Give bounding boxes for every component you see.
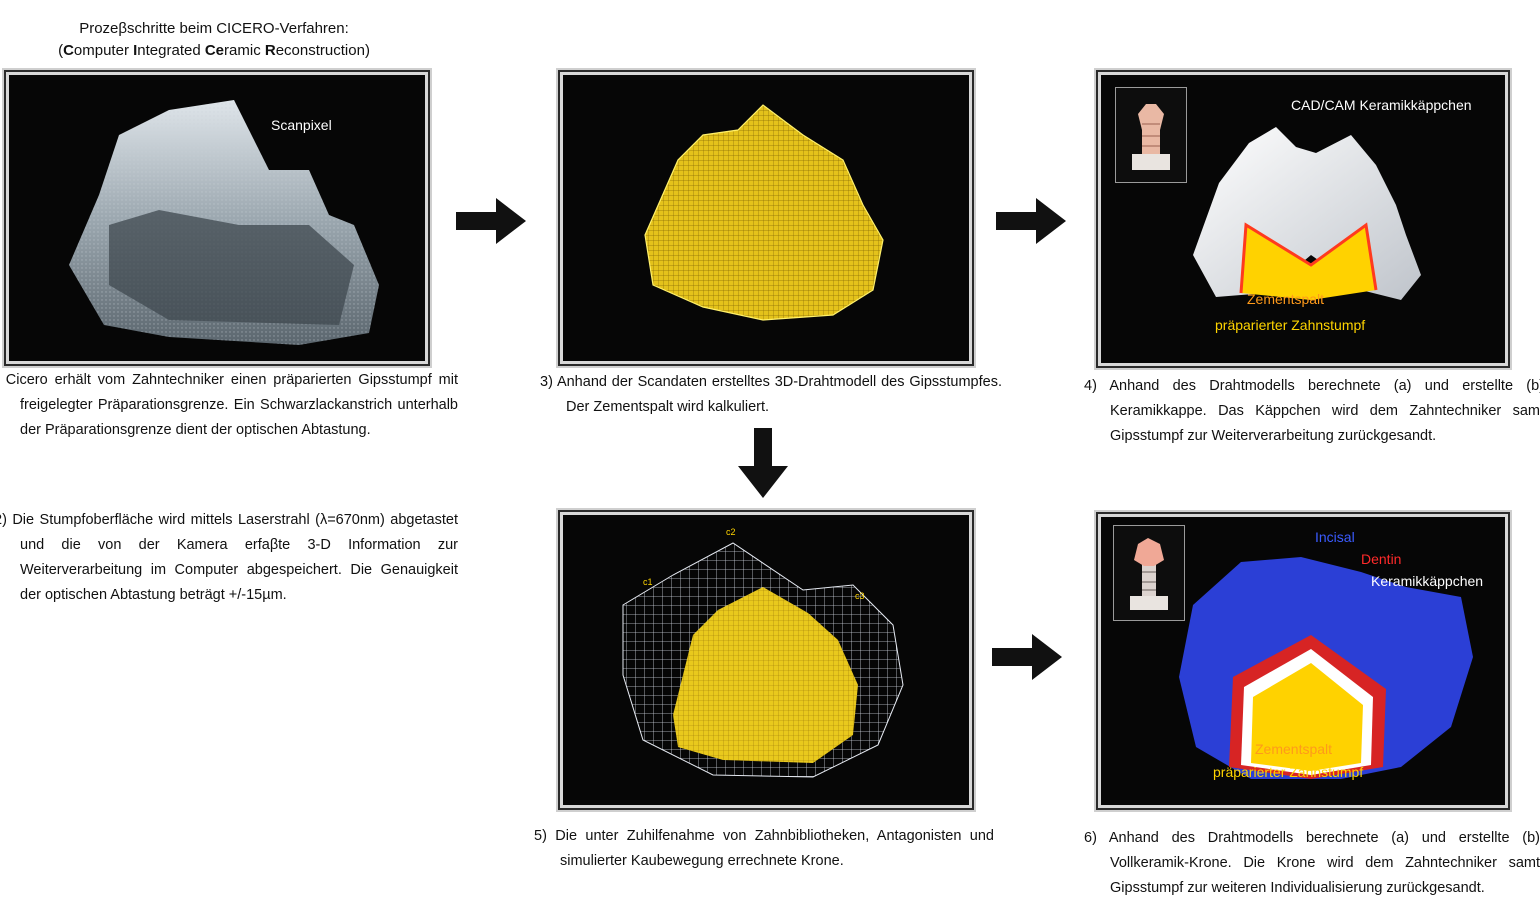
crown-wireframe-panel: c1 c2 c3	[560, 512, 972, 808]
crown-cement-gap-label: Zementspalt	[1255, 741, 1332, 757]
c3-label: c3	[855, 591, 865, 601]
crown-wireframe-image	[563, 515, 969, 805]
prepared-stump-label: präparierter Zahnstumpf	[1215, 317, 1365, 333]
title-part: ntegrated	[137, 42, 205, 59]
caption-1: ) Cicero erhält vom Zahntechniker einen …	[0, 368, 458, 443]
title-part: R	[265, 42, 276, 59]
caption-6: 6) Anhand des Drahtmodells berechnete (a…	[1084, 826, 1540, 901]
incisal-label: Incisal	[1315, 529, 1355, 545]
cap-title-label: CAD/CAM Keramikkäppchen	[1291, 97, 1472, 113]
title-line-1: Prozeβschritte beim CICERO-Verfahren:	[24, 18, 404, 40]
caption-2: 2) Die Stumpfoberfläche wird mittels Las…	[0, 508, 458, 608]
c1-label: c1	[643, 577, 653, 587]
ceramic-crown-image	[1101, 517, 1505, 805]
crown-prepared-stump-label: präparierter Zahnstumpf	[1213, 764, 1363, 780]
page-title: Prozeβschritte beim CICERO-Verfahren: (C…	[24, 18, 404, 62]
title-part: omputer	[74, 42, 133, 59]
wireframe-stump-image	[563, 75, 969, 361]
scanned-stump-image	[9, 75, 425, 361]
caption-4: 4) Anhand des Drahtmodells berechnete (a…	[1084, 374, 1540, 449]
arrow-right-icon	[992, 634, 1062, 680]
title-part: nstruction)	[300, 42, 370, 59]
full-crown-panel: Incisal Dentin Keramikkäppchen Zementspa…	[1098, 514, 1508, 808]
title-part: ramic	[224, 42, 265, 59]
cap-panel: CAD/CAM Keramikkäppchen Zementspalt präp…	[1098, 72, 1508, 366]
c2-label: c2	[726, 527, 736, 537]
title-part: Ce	[205, 42, 224, 59]
cap-label: Keramikkäppchen	[1371, 573, 1483, 589]
arrow-right-icon	[456, 198, 526, 244]
arrow-right-icon	[996, 198, 1066, 244]
scanpixel-label: Scanpixel	[271, 117, 332, 133]
scan-panel: Scanpixel	[6, 72, 428, 364]
title-part: eco	[276, 42, 300, 59]
title-line-2: (Computer Integrated Ceramic Reconstruct…	[24, 40, 404, 62]
caption-5: 5) Die unter Zuhilfenahme von Zahnbiblio…	[534, 824, 994, 874]
dentin-label: Dentin	[1361, 551, 1401, 567]
wireframe-panel	[560, 72, 972, 364]
caption-3: 3) Anhand der Scandaten erstelltes 3D-Dr…	[540, 370, 1002, 420]
title-part: C	[63, 42, 74, 59]
arrow-down-icon	[738, 428, 788, 498]
cement-gap-label: Zementspalt	[1247, 291, 1324, 307]
